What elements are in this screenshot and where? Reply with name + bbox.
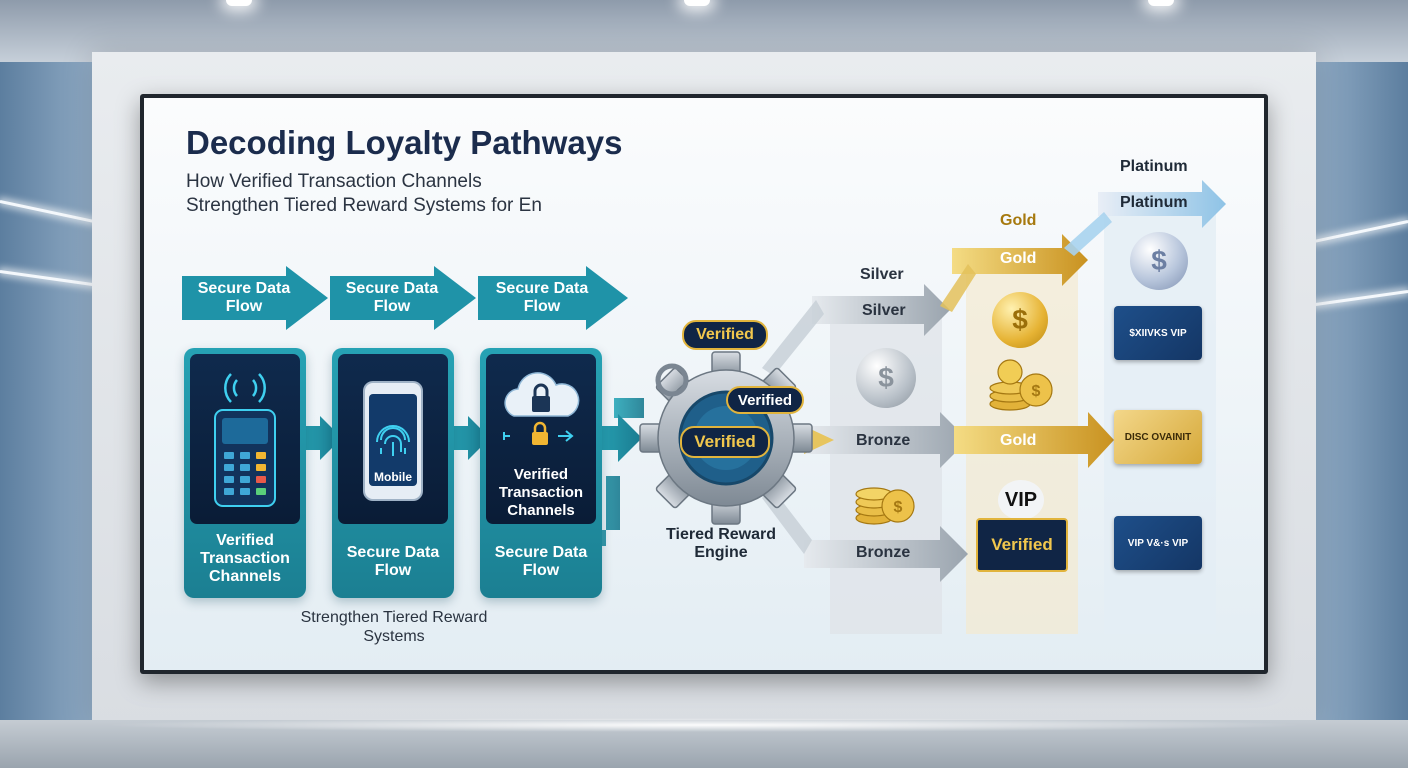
platinum-card-top: $XIIVKS VIP — [1114, 306, 1202, 360]
ceiling-light — [226, 0, 252, 6]
vip-label: VIP — [998, 480, 1044, 520]
diagram-title: Decoding Loyalty Pathways — [186, 124, 623, 161]
ceiling-light — [1148, 0, 1174, 6]
coin-symbol: $ — [894, 499, 903, 516]
flow-arrow-1 — [182, 266, 328, 330]
gold-arrow-mid-shape — [954, 412, 1114, 468]
link-to-silver — [762, 300, 824, 376]
silver-header: Silver — [860, 266, 904, 283]
gold-discount-card: DISC OVAINIT — [1114, 410, 1202, 464]
fingerprint-phone-icon — [363, 381, 423, 501]
platinum-coin-icon: $ — [1130, 232, 1188, 290]
gold-coin-stack-icon-left: $ — [855, 487, 915, 525]
bottom-caption: Strengthen Tiered Reward Systems — [300, 609, 488, 645]
connector-arrow-1 — [294, 416, 342, 460]
mobile-label: Mobile — [374, 470, 412, 484]
link-to-gold — [940, 264, 976, 312]
gold-coin-icon: $ — [992, 292, 1048, 348]
verified-badge-top: Verified — [682, 320, 768, 350]
gold-arrow-mid-label: Gold — [1000, 432, 1037, 449]
display-screen: Decoding Loyalty Pathways How Verified T… — [140, 94, 1268, 674]
cloud-panel-label: Verified Transaction Channels — [498, 466, 584, 519]
channel-panel-pos-screen — [190, 354, 300, 524]
silver-coin-icon: $ — [856, 348, 916, 408]
silver-arrow-label: Silver — [862, 302, 906, 319]
gold-arrow-top-shape — [952, 234, 1088, 286]
verified-badge-side: Verified — [726, 386, 804, 414]
flow-arrow-3 — [478, 266, 628, 330]
connector-arrow-3 — [590, 414, 642, 462]
coin-symbol: $ — [1032, 383, 1041, 400]
pos-terminal-icon — [214, 373, 276, 507]
bronze-arrow-mid-shape — [804, 412, 968, 468]
channel-panel-mobile-caption: Secure Data Flow — [346, 544, 440, 579]
teal-route-bottom — [584, 476, 620, 546]
channel-panel-cloud: Verified Transaction Channels Secure Dat… — [480, 348, 602, 598]
vip-verified-ticket: Verified — [976, 518, 1068, 572]
floor-glow — [100, 718, 1308, 732]
flow-arrow-3-label: Secure Data Flow — [495, 280, 589, 315]
ceiling-light — [684, 0, 710, 6]
bronze-arrow-low-label: Bronze — [856, 544, 911, 561]
teal-route-top — [614, 284, 644, 418]
platinum-card-bottom: VIP V&·s VIP — [1114, 516, 1202, 570]
ceiling — [0, 0, 1408, 62]
infographic-canvas: Decoding Loyalty Pathways How Verified T… — [144, 98, 1264, 670]
gold-arrow-top-label: Gold — [1000, 250, 1037, 267]
platinum-arrow-shape — [1098, 180, 1226, 228]
diagram-subtitle: How Verified Transaction Channels Streng… — [186, 170, 542, 218]
engine-label: Tiered Reward Engine — [666, 526, 776, 561]
small-gear-icon — [655, 363, 689, 397]
connector-arrow-2 — [442, 416, 490, 460]
channel-panel-pos-caption: Verified Transaction Channels — [200, 532, 290, 585]
channel-panel-mobile: Mobile Secure Data Flow — [332, 348, 454, 598]
bronze-arrow-mid-label: Bronze — [856, 432, 911, 449]
link-to-platinum — [1064, 212, 1112, 256]
cloud-lock-icon — [503, 372, 580, 445]
channel-panel-mobile-screen: Mobile — [338, 354, 448, 524]
flow-arrow-2-label: Secure Data Flow — [345, 280, 439, 315]
gold-coin-stack-icon: $ — [989, 359, 1053, 411]
flow-arrow-1-label: Secure Data Flow — [197, 280, 291, 315]
channel-panel-cloud-caption: Secure Data Flow — [494, 544, 588, 579]
platinum-arrow-label: Platinum — [1120, 194, 1188, 211]
channel-panel-pos: Verified Transaction Channels — [184, 348, 306, 598]
flow-arrow-2 — [330, 266, 476, 330]
subtitle-line-1: How Verified Transaction Channels — [186, 171, 482, 192]
gold-header: Gold — [1000, 212, 1037, 229]
bronze-arrow-low-shape — [804, 526, 968, 582]
channel-panel-cloud-screen: Verified Transaction Channels — [486, 354, 596, 524]
subtitle-line-2: Strengthen Tiered Reward Systems for En — [186, 195, 542, 216]
platinum-header: Platinum — [1120, 158, 1188, 175]
silver-arrow-shape — [812, 284, 950, 336]
verified-badge-center: Verified — [680, 426, 770, 458]
